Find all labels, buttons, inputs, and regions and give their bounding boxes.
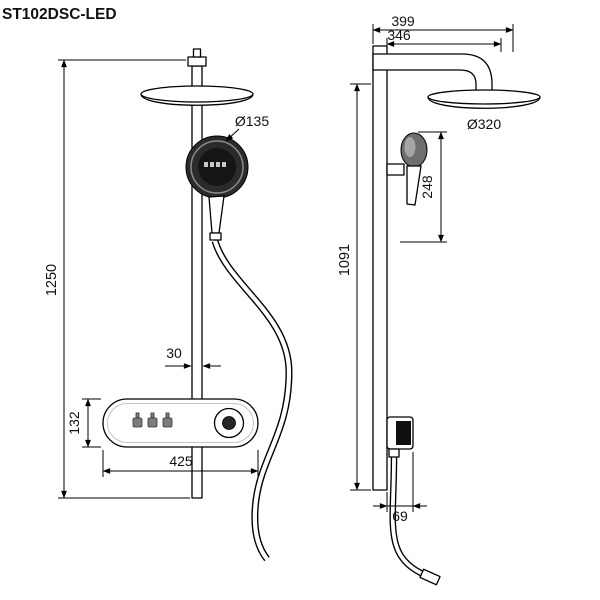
- model-title: ST102DSC-LED: [2, 6, 117, 23]
- control-panel-body: [102, 398, 259, 448]
- wall-bracket: [386, 416, 414, 458]
- dim-panel-width: 425: [102, 450, 259, 477]
- side-head-top: [427, 89, 541, 105]
- hose-end-connector: [419, 568, 441, 586]
- hose-nut: [209, 232, 222, 241]
- dim-reach-total-label: 399: [391, 13, 415, 29]
- dim-front-bar-width-label: 30: [166, 345, 182, 361]
- bracket-block: [396, 421, 411, 445]
- dim-head-diameter-label: Ø320: [467, 116, 501, 132]
- side-column: [372, 45, 388, 491]
- dim-hand-diameter: Ø135: [225, 113, 269, 142]
- dim-hand-drop: 248: [400, 131, 447, 243]
- dim-column-height-label: 1091: [337, 244, 353, 276]
- dim-panel-width-label: 425: [169, 453, 193, 469]
- hand-shower-handle: [208, 195, 225, 234]
- dim-reach-inner-label: 346: [387, 27, 411, 43]
- dim-reach-total: 399: [372, 13, 514, 52]
- dim-bottom-offset-label: 69: [392, 508, 408, 524]
- dim-panel-height: 132: [66, 398, 101, 448]
- rain-head-top: [140, 85, 254, 103]
- hose-outlet: [388, 448, 400, 458]
- front-column-nub: [192, 48, 202, 58]
- dim-column-height: 1091: [337, 83, 371, 491]
- hose-front: [211, 239, 293, 562]
- dim-hand-drop-label: 248: [419, 175, 435, 199]
- hose-side: [389, 456, 441, 586]
- hand-shower-front: [185, 135, 249, 241]
- dim-panel-height-label: 132: [66, 411, 82, 435]
- front-column-cap: [187, 56, 207, 67]
- front-view: 1250 30 132 425 Ø135: [44, 48, 293, 562]
- hand-shower-led-display: [204, 162, 226, 167]
- dim-front-bar-width: 30: [165, 345, 221, 369]
- dim-reach-inner: 346: [386, 27, 502, 52]
- hand-shower-handle-side: [406, 165, 422, 206]
- panel-buttons: [132, 412, 173, 428]
- control-panel: [102, 398, 259, 448]
- side-view: 399 346 Ø320 248 1091: [337, 13, 541, 586]
- hand-shower-holder-side: [386, 163, 405, 176]
- dim-front-height: 1250: [44, 59, 190, 499]
- dim-front-height-label: 1250: [44, 264, 60, 296]
- dim-bottom-offset: 69: [373, 452, 427, 524]
- dim-hand-diameter-label: Ø135: [235, 113, 269, 129]
- hand-shower-side: [386, 132, 428, 206]
